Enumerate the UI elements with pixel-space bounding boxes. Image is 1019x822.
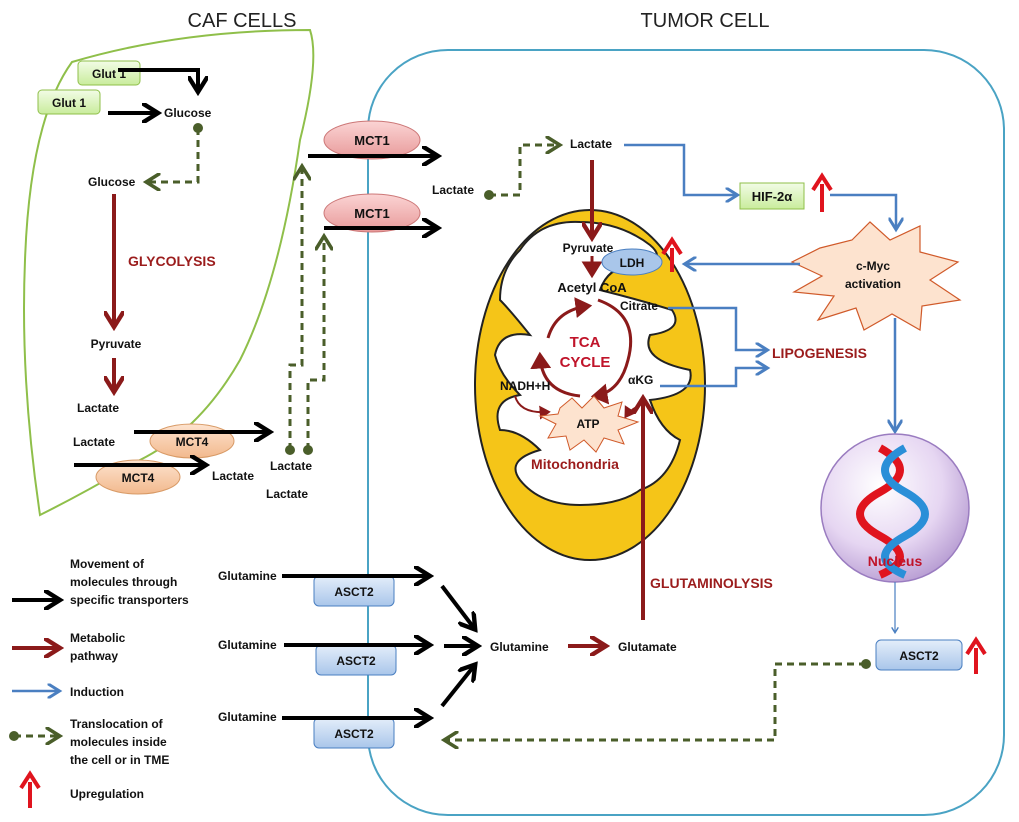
legend-movement-line1: Movement of bbox=[70, 557, 145, 571]
glut1-label-b: Glut 1 bbox=[52, 96, 86, 110]
tca-label-line2: CYCLE bbox=[560, 354, 611, 371]
legend-upregulation-icon bbox=[19, 770, 41, 790]
asct2-label-b: ASCT2 bbox=[336, 654, 376, 668]
hif-to-cmyc-induction bbox=[830, 193, 896, 228]
legend-movement-line3: specific transporters bbox=[70, 593, 189, 607]
lactate-caf-label-c: Lactate bbox=[212, 469, 254, 483]
asct2-right-label: ASCT2 bbox=[899, 649, 939, 663]
tumor-heading: TUMOR CELL bbox=[641, 10, 770, 32]
glucose-in-label: Glucose bbox=[88, 175, 136, 189]
mct4-transporter-b bbox=[95, 459, 181, 495]
lactate-translocation-arrow-b bbox=[306, 238, 324, 450]
glut1-transporter-b bbox=[37, 89, 101, 115]
akg-label: αKG bbox=[628, 373, 653, 387]
lactate-tme-label-a: Lactate bbox=[270, 459, 312, 473]
lactate-translocation-arrow-c bbox=[489, 145, 558, 197]
nadh-label: NADH+H bbox=[500, 379, 550, 393]
mct4-label-b: MCT4 bbox=[122, 471, 155, 485]
glutaminolysis-label: GLUTAMINOLYSIS bbox=[650, 575, 773, 591]
lipogenesis-label: LIPOGENESIS bbox=[772, 345, 867, 361]
acetyl-coa-label: Acetyl CoA bbox=[557, 280, 627, 295]
converge-arrow-a bbox=[440, 584, 474, 628]
citrate-label: Citrate bbox=[620, 299, 658, 313]
asct2-upregulated-box bbox=[875, 639, 963, 671]
hif-upregulation-icon bbox=[811, 172, 833, 192]
hif-box bbox=[739, 182, 805, 210]
mct1-label-b: MCT1 bbox=[354, 206, 389, 221]
legend-movement-line2: molecules through bbox=[70, 575, 177, 589]
glutamine-label-a: Glutamine bbox=[218, 569, 277, 583]
lactate-caf-label-b: Lactate bbox=[73, 435, 115, 449]
nadh-to-atp-arrow bbox=[514, 395, 551, 420]
tca-arc-right bbox=[590, 298, 633, 405]
tumor-cell-membrane bbox=[367, 49, 1005, 816]
mct1-transporter-a bbox=[323, 120, 421, 160]
caf-cell-membrane bbox=[23, 28, 315, 517]
glut1-label-a: Glut 1 bbox=[92, 67, 126, 81]
mitochondria-label: Mitochondria bbox=[531, 456, 619, 472]
legend-metabolic-line1: Metabolic bbox=[70, 631, 126, 645]
nucleus-label: Nucleus bbox=[868, 553, 923, 569]
cmyc-label-line1: c-Myc bbox=[856, 259, 890, 273]
glutamine-label-c: Glutamine bbox=[218, 710, 277, 724]
glutamine-tumor-label: Glutamine bbox=[490, 640, 549, 654]
dna-helix-strand-blue bbox=[881, 444, 929, 579]
tca-arc-top bbox=[546, 297, 593, 339]
akg-to-lipogenesis-arrow bbox=[660, 368, 766, 388]
lactate-to-hif-induction bbox=[624, 143, 736, 195]
citrate-to-lipogenesis-arrow bbox=[668, 306, 766, 350]
converge-arrow-c bbox=[440, 666, 474, 708]
glucose-translocation-arrow bbox=[148, 128, 200, 182]
ldh-enzyme bbox=[601, 248, 663, 276]
lactate-caf-label-a: Lactate bbox=[77, 401, 119, 415]
ldh-upregulation-icon bbox=[661, 236, 683, 256]
legend-translocation-line3: the cell or in TME bbox=[70, 753, 169, 767]
tca-label-line1: TCA bbox=[570, 334, 601, 351]
pyruvate-tumor-label: Pyruvate bbox=[563, 241, 614, 255]
mct4-label-a: MCT4 bbox=[176, 435, 209, 449]
legend-induction-label: Induction bbox=[70, 685, 124, 699]
mct1-label-a: MCT1 bbox=[354, 133, 389, 148]
atp-label: ATP bbox=[576, 417, 599, 431]
asct2-upregulation-icon bbox=[965, 636, 987, 656]
lactate-in-label: Lactate bbox=[432, 183, 474, 197]
atp-burst bbox=[538, 395, 640, 453]
legend-translocation-line1: Translocation of bbox=[70, 717, 164, 731]
asct2-label-a: ASCT2 bbox=[334, 585, 374, 599]
dna-helix-strand-red bbox=[856, 444, 904, 579]
glutamate-label: Glutamate bbox=[618, 640, 677, 654]
lactate-top-label: Lactate bbox=[570, 137, 612, 151]
hif-label: HIF-2α bbox=[752, 189, 793, 204]
glucose-out-label: Glucose bbox=[164, 106, 212, 120]
ldh-label: LDH bbox=[620, 256, 645, 270]
cmyc-activation-burst bbox=[790, 221, 962, 331]
asct2-translocation-arrow bbox=[446, 662, 866, 740]
legend-upregulation-label: Upregulation bbox=[70, 787, 144, 801]
asct2-label-c: ASCT2 bbox=[334, 727, 374, 741]
legend-translocation-line2: molecules inside bbox=[70, 735, 167, 749]
mct1-transporter-b bbox=[323, 193, 421, 233]
caf-heading: CAF CELLS bbox=[188, 10, 297, 32]
tca-arc-left bbox=[530, 351, 581, 398]
lactate-translocation-arrow-a bbox=[288, 168, 302, 450]
glutamine-label-b: Glutamine bbox=[218, 638, 277, 652]
legend-metabolic-line2: pathway bbox=[70, 649, 118, 663]
glucose-import-arrow-a bbox=[118, 68, 198, 90]
cmyc-label-line2: activation bbox=[845, 277, 901, 291]
pyruvate-caf-label: Pyruvate bbox=[91, 337, 142, 351]
lactate-tme-label-b: Lactate bbox=[266, 487, 308, 501]
glycolysis-label: GLYCOLYSIS bbox=[128, 253, 216, 269]
glut1-transporter-a bbox=[77, 60, 141, 86]
